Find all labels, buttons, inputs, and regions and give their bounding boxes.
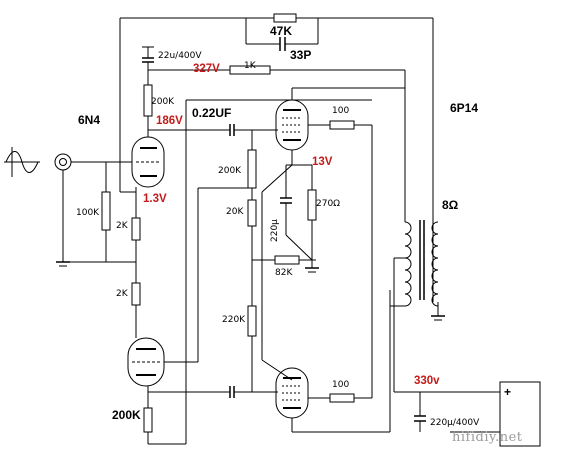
label-200k-lower: 200K <box>112 408 141 422</box>
resistor-100-top <box>329 120 355 130</box>
resistor-270 <box>307 189 317 221</box>
label-200k-grid: 200K <box>218 166 242 176</box>
label-2k-2: 2K <box>116 289 128 299</box>
output-transformer <box>404 220 439 307</box>
label-20k: 20K <box>226 207 244 217</box>
label-100-top: 100 <box>332 106 350 116</box>
tube-label-6p14: 6P14 <box>450 101 479 115</box>
label-47k: 47K <box>270 24 293 38</box>
label-22u: 22u/400V <box>158 51 202 61</box>
supply-plus-sign: + <box>504 385 512 399</box>
driver-triode-top <box>131 136 165 188</box>
driver-triode-bottom <box>127 337 165 387</box>
label-2k-1: 2K <box>116 221 128 231</box>
voltage-1-3v: 1.3V <box>143 193 167 205</box>
resistor-20k <box>247 199 257 227</box>
output-pentode-bottom <box>275 367 309 419</box>
label-100k: 100K <box>76 208 100 218</box>
voltage-13v: 13V <box>312 156 333 168</box>
label-022uf: 0.22UF <box>192 106 232 120</box>
input-jack-icon <box>54 153 72 171</box>
label-33p: 33P <box>290 48 312 62</box>
label-100-bottom: 100 <box>332 380 350 390</box>
label-82k: 82K <box>275 268 293 278</box>
label-220k: 220K <box>222 315 246 325</box>
watermark: hifidiy.net <box>452 430 523 445</box>
label-270: 270Ω <box>316 199 341 209</box>
sine-source-icon <box>4 147 40 177</box>
resistor-200k-lower <box>143 407 153 433</box>
resistor-100-bottom <box>329 393 355 403</box>
resistor-47k <box>273 13 297 23</box>
resistor-200k-grid <box>247 149 257 189</box>
tube-label-6n4: 6N4 <box>78 113 101 127</box>
voltage-327v: 327V <box>193 63 220 75</box>
voltage-186v: 186V <box>156 115 183 127</box>
label-8ohm: 8Ω <box>442 198 459 212</box>
resistor-2k-2 <box>131 282 141 306</box>
label-220u-bypass: 220μ <box>270 219 280 242</box>
resistor-220k <box>247 305 257 337</box>
power-supply-box <box>499 381 541 447</box>
resistor-2k-1 <box>131 217 141 241</box>
label-200k-plate: 200K <box>151 97 175 107</box>
output-pentode-top <box>275 99 309 151</box>
label-1k: 1K <box>244 61 256 71</box>
resistor-82k <box>274 255 300 265</box>
label-220u-output: 220μ/400V <box>430 418 480 428</box>
voltage-330v: 330v <box>414 375 440 387</box>
resistor-100k <box>101 191 111 231</box>
